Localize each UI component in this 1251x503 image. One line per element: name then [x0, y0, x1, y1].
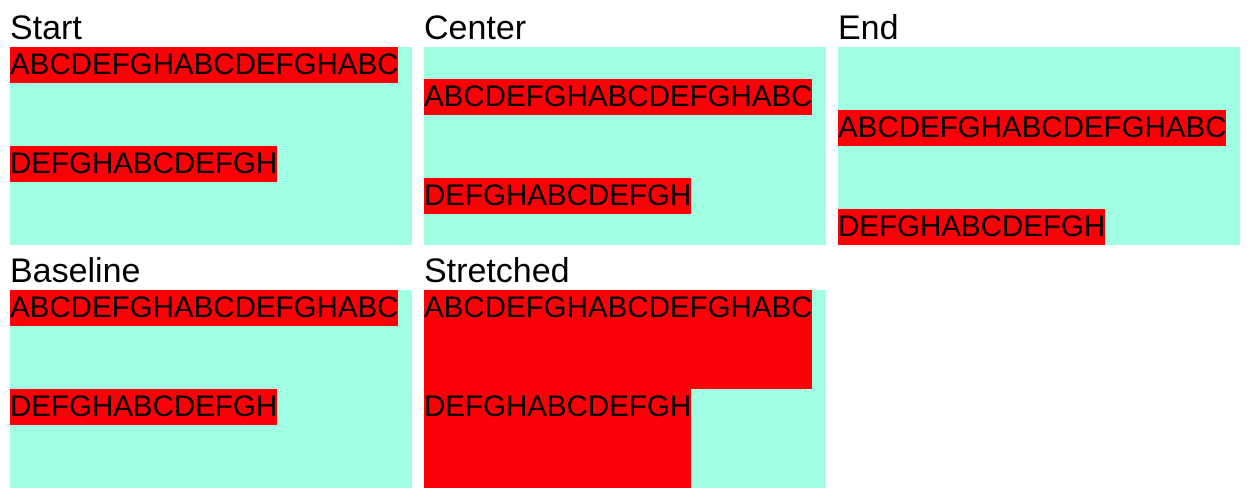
text-chip-line2: DEFGHABCDEFGH: [10, 389, 278, 425]
text-chip-line2: DEFGHABCDEFGH: [424, 177, 692, 214]
panel-start-container: ABCDEFGHABCDEFGHABC DEFGHABCDEFGH: [10, 47, 412, 245]
panel-center-container: ABCDEFGHABCDEFGHABC DEFGHABCDEFGH: [424, 47, 826, 245]
line-box-2: DEFGHABCDEFGH: [424, 146, 826, 245]
text-chip-line2: DEFGHABCDEFGH: [10, 146, 278, 182]
text-chip-line1: ABCDEFGHABCDEFGHABC: [424, 290, 813, 389]
text-chip-line2: DEFGHABCDEFGH: [424, 389, 692, 488]
line-box-2: DEFGHABCDEFGH: [424, 389, 826, 488]
text-chip-line1: ABCDEFGHABCDEFGHABC: [10, 47, 399, 83]
line-box-1: ABCDEFGHABCDEFGHABC: [10, 290, 412, 389]
panel-center-title: Center: [424, 9, 527, 47]
panel-baseline: Baseline ABCDEFGHABCDEFGHABC DEFGHABCDEF…: [10, 253, 412, 488]
panel-baseline-container: ABCDEFGHABCDEFGHABC DEFGHABCDEFGH: [10, 290, 412, 488]
alignment-demo-page: Start ABCDEFGHABCDEFGHABC DEFGHABCDEFGH …: [10, 10, 1251, 488]
line-box-1: ABCDEFGHABCDEFGHABC: [838, 47, 1240, 146]
panel-stretched-container: ABCDEFGHABCDEFGHABC DEFGHABCDEFGH: [424, 290, 826, 488]
line-box-1: ABCDEFGHABCDEFGHABC: [10, 47, 412, 146]
panel-stretched-title: Stretched: [424, 252, 570, 290]
panel-stretched: Stretched ABCDEFGHABCDEFGHABC DEFGHABCDE…: [424, 253, 826, 488]
panel-baseline-title: Baseline: [10, 252, 141, 290]
text-chip-line1: ABCDEFGHABCDEFGHABC: [10, 290, 399, 326]
demo-row-2: Baseline ABCDEFGHABCDEFGHABC DEFGHABCDEF…: [10, 253, 1251, 488]
panel-end-container: ABCDEFGHABCDEFGHABC DEFGHABCDEFGH: [838, 47, 1240, 245]
line-box-2: DEFGHABCDEFGH: [10, 146, 412, 245]
line-box-1: ABCDEFGHABCDEFGHABC: [424, 47, 826, 146]
panel-start-title: Start: [10, 9, 82, 47]
line-box-2: DEFGHABCDEFGH: [838, 146, 1240, 245]
panel-end: End ABCDEFGHABCDEFGHABC DEFGHABCDEFGH: [838, 10, 1240, 245]
panel-start: Start ABCDEFGHABCDEFGHABC DEFGHABCDEFGH: [10, 10, 412, 245]
panel-center: Center ABCDEFGHABCDEFGHABC DEFGHABCDEFGH: [424, 10, 826, 245]
panel-end-title: End: [838, 9, 899, 47]
text-chip-line2: DEFGHABCDEFGH: [838, 209, 1106, 245]
text-chip-line1: ABCDEFGHABCDEFGHABC: [838, 110, 1227, 146]
line-box-1: ABCDEFGHABCDEFGHABC: [424, 290, 826, 389]
line-box-2: DEFGHABCDEFGH: [10, 389, 412, 488]
text-chip-line1: ABCDEFGHABCDEFGHABC: [424, 78, 813, 115]
demo-row-1: Start ABCDEFGHABCDEFGHABC DEFGHABCDEFGH …: [10, 10, 1251, 245]
